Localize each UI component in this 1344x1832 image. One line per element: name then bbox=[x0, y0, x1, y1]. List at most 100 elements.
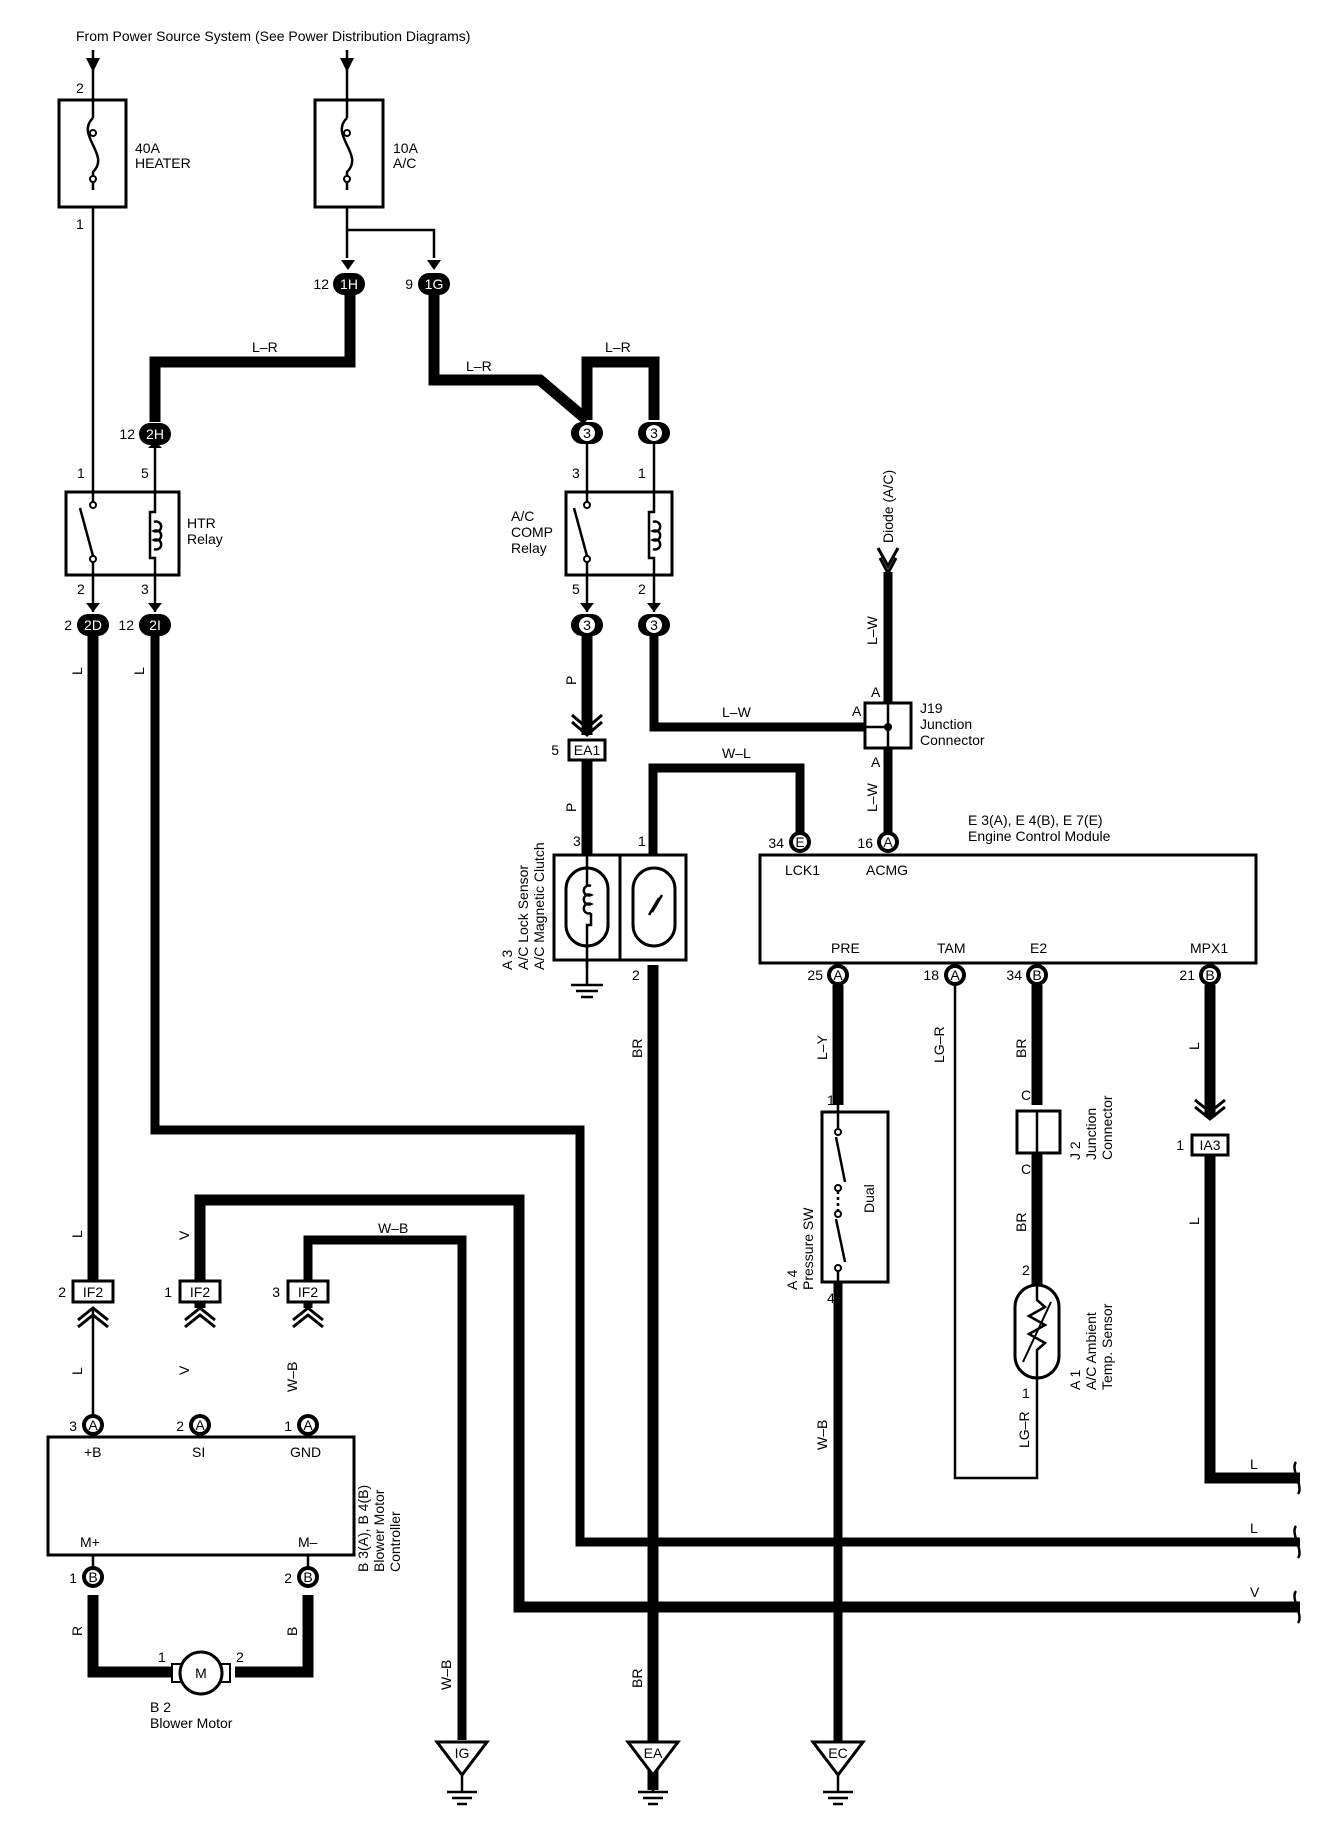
a1-pin-1: 1 bbox=[1022, 1385, 1030, 1401]
wire-label-lw-2: L–W bbox=[864, 782, 880, 812]
connector-IF2-a: IF2 2 bbox=[58, 1279, 115, 1329]
bmc-label-m-plus: M+ bbox=[80, 1534, 100, 1550]
ecm-label-pre: PRE bbox=[831, 940, 860, 956]
a3-pin-3: 3 bbox=[573, 833, 581, 849]
ecm-conn-e2: B bbox=[1032, 967, 1041, 983]
bmc-label-gnd: GND bbox=[290, 1444, 321, 1460]
a3-pin-1: 1 bbox=[638, 833, 646, 849]
connector-IA3: IA3 1 bbox=[1176, 1098, 1230, 1157]
connector-2D-pin: 2 bbox=[64, 617, 72, 633]
connector-relay-3a: 3 bbox=[571, 422, 603, 444]
fuse-heater-amp: 40A bbox=[135, 140, 161, 156]
if2b-code: IF2 bbox=[190, 1284, 210, 1300]
htr-relay-name: HTR bbox=[187, 515, 216, 531]
j19-pin-left: A bbox=[852, 703, 862, 719]
motor-id: B 2 bbox=[150, 1699, 171, 1715]
connector-1G: 1G 9 bbox=[405, 260, 450, 295]
motor-name: Blower Motor bbox=[150, 1715, 233, 1731]
bmc-term-m-plus: B 1 bbox=[69, 1566, 104, 1588]
wire-label-l-2: L bbox=[131, 667, 147, 675]
ground-ec-label: EC bbox=[828, 1745, 847, 1761]
connector-1H-pin: 12 bbox=[313, 276, 329, 292]
ecm-conn-tam: A bbox=[950, 967, 960, 983]
j2-pin-top: C bbox=[1021, 1087, 1031, 1103]
ac-relay-pin-1: 1 bbox=[638, 465, 646, 481]
wire-label-br-1: BR bbox=[629, 1039, 645, 1058]
connector-r3b-code: 3 bbox=[650, 425, 658, 441]
ground-ig-label: IG bbox=[455, 1745, 470, 1761]
j2-pin-bottom: C bbox=[1021, 1161, 1031, 1177]
ecm-label-tam: TAM bbox=[937, 940, 966, 956]
wire-label-b: B bbox=[284, 1627, 300, 1636]
header-note: From Power Source System (See Power Dist… bbox=[76, 28, 470, 44]
wire-break-marks bbox=[1293, 1461, 1301, 1624]
fuse-heater-name: HEATER bbox=[135, 155, 191, 171]
wire-label-v-1: V bbox=[176, 1230, 192, 1240]
ecm-pin-acmg: 16 bbox=[857, 835, 873, 851]
connector-2H-code: 2H bbox=[146, 426, 164, 442]
a4-id: A 4 bbox=[784, 1270, 800, 1290]
htr-relay-pin-3: 3 bbox=[141, 581, 149, 597]
wire-label-br-4: BR bbox=[1013, 1213, 1029, 1232]
ecm-pin-tam: 18 bbox=[923, 967, 939, 983]
bmc-line2: Blower Motor bbox=[371, 1489, 387, 1572]
bmc-term-plus-b: A 3 bbox=[69, 1414, 104, 1436]
bmc-label-si: SI bbox=[192, 1444, 205, 1460]
bmc-label-m-minus: M– bbox=[298, 1534, 318, 1550]
fuse-ac-name: A/C bbox=[393, 155, 416, 171]
ac-relay-pin-3: 3 bbox=[572, 465, 580, 481]
j19-line2: Connector bbox=[920, 732, 985, 748]
a3-id: A 3 bbox=[499, 950, 515, 970]
a1-pin-2: 2 bbox=[1022, 1262, 1030, 1278]
ea1-pin: 5 bbox=[551, 742, 559, 758]
wire-label-wb-1: W–B bbox=[378, 1220, 408, 1236]
blower-motor: M 1 2 B 2 Blower Motor bbox=[150, 1649, 244, 1731]
connector-1G-pin: 9 bbox=[405, 276, 413, 292]
a4-pin-4: 4 bbox=[827, 1290, 835, 1306]
diode-label: Diode (A/C) bbox=[880, 470, 896, 543]
connector-relay-3b: 3 bbox=[638, 422, 670, 444]
wire-label-l-6: L bbox=[69, 1367, 85, 1375]
ecm-pin-pre: 25 bbox=[807, 967, 823, 983]
bmc-term-m-minus: B 2 bbox=[284, 1566, 319, 1588]
connector-r3a-code: 3 bbox=[583, 425, 591, 441]
wire-labels: L–R L–R L–R L L P P L–W L–W L–W W–L BR B… bbox=[69, 339, 1260, 1690]
wire-label-r: R bbox=[69, 1626, 85, 1636]
bmc-line3: Controller bbox=[387, 1511, 403, 1572]
fuse-10a-ac: 10A A/C bbox=[313, 58, 419, 209]
ecm-conn-mpx1: B bbox=[1205, 967, 1214, 983]
bmc-label-plus-b: +B bbox=[84, 1444, 102, 1460]
connector-2H-pin: 12 bbox=[119, 426, 135, 442]
j2-id: J 2 bbox=[1067, 1141, 1083, 1160]
ia3-code: IA3 bbox=[1199, 1137, 1220, 1153]
a4-dual-label: Dual bbox=[861, 1184, 877, 1213]
ac-relay-pin-2: 2 bbox=[638, 581, 646, 597]
if2c-code: IF2 bbox=[298, 1284, 318, 1300]
bmc-pin-plus-b: 3 bbox=[69, 1418, 77, 1434]
j19-pin-bottom: A bbox=[871, 754, 881, 770]
connector-2D-code: 2D bbox=[84, 617, 102, 633]
wire-label-p-2: P bbox=[563, 803, 579, 812]
htr-relay-pin-5: 5 bbox=[141, 465, 149, 481]
wire-label-v-2: V bbox=[176, 1365, 192, 1375]
j19-line1: Junction bbox=[920, 716, 972, 732]
fuse-heater-pin-bottom: 1 bbox=[76, 216, 84, 232]
bmc-pin-m-plus: 1 bbox=[69, 1570, 77, 1586]
ia3-pin: 1 bbox=[1176, 1137, 1184, 1153]
engine-control-module: E 3(A), E 4(B), E 7(E) Engine Control Mo… bbox=[758, 812, 1258, 986]
thick-wires bbox=[87, 277, 1300, 1790]
htr-relay-pin-2: 2 bbox=[77, 581, 85, 597]
bmc-pin-gnd: 1 bbox=[284, 1418, 292, 1434]
ecm-label-lck1: LCK1 bbox=[785, 862, 820, 878]
wire-label-lgr-1: LG–R bbox=[931, 1026, 947, 1063]
ecm-conn-acmg: A bbox=[883, 834, 893, 850]
ac-relay-line-1: A/C bbox=[511, 508, 534, 524]
a1-line1: A/C Ambient bbox=[1083, 1312, 1099, 1390]
ground-ea: EA bbox=[624, 1740, 682, 1806]
wire-label-br-2: BR bbox=[629, 1669, 645, 1688]
fuse-40a-heater: 2 40A HEATER 1 bbox=[57, 58, 191, 232]
motor-symbol: M bbox=[195, 1665, 207, 1681]
wire-label-lr-1: L–R bbox=[252, 339, 278, 355]
ground-ea-label: EA bbox=[644, 1745, 663, 1761]
